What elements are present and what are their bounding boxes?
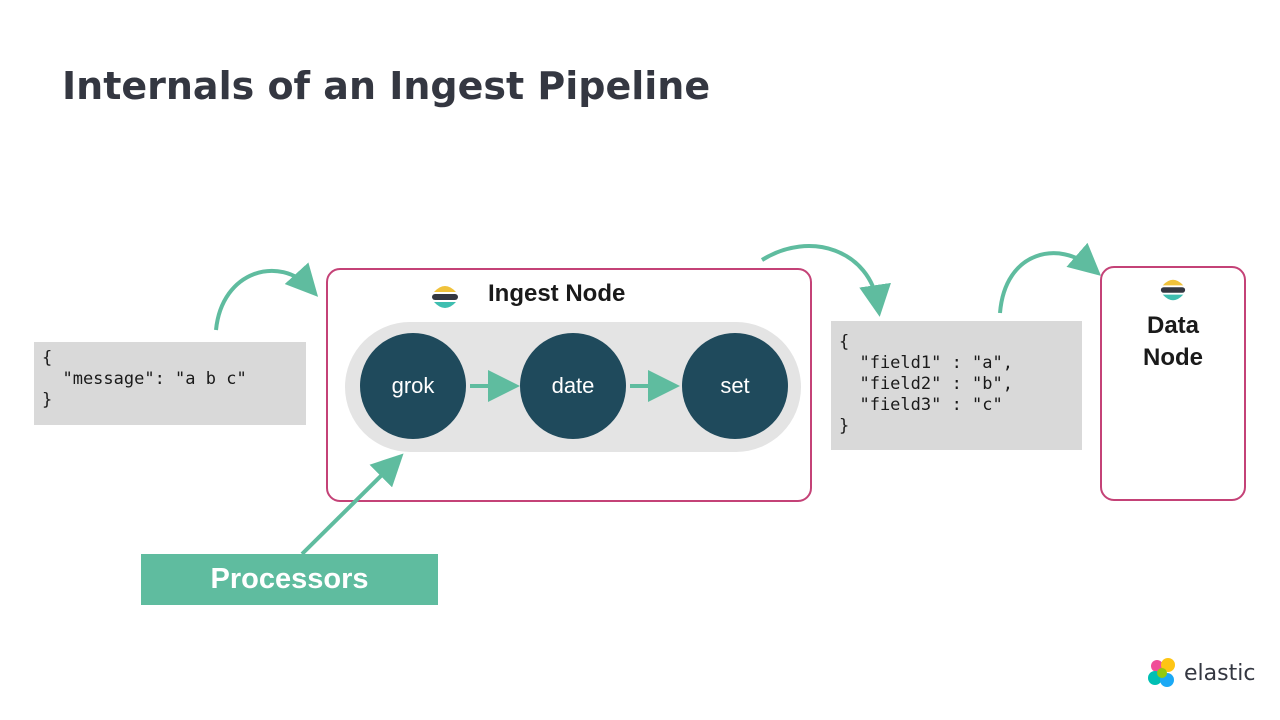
input-document: { "message": "a b c" } xyxy=(34,342,306,425)
processor-grok: grok xyxy=(360,333,466,439)
arrow-ingest-to-output xyxy=(760,244,891,317)
output-line: { xyxy=(839,332,850,352)
input-line: "message": "a b c" xyxy=(42,369,247,389)
data-node-label-line2: Node xyxy=(1143,344,1203,371)
elastic-logo-icon xyxy=(1148,658,1175,687)
input-line: { xyxy=(42,348,53,368)
output-document: { "field1" : "a", "field2" : "b", "field… xyxy=(831,321,1082,450)
output-line: } xyxy=(839,416,850,436)
data-node-box xyxy=(1100,266,1246,501)
slide-title: Internals of an Ingest Pipeline xyxy=(62,64,711,108)
output-line: "field1" : "a", xyxy=(839,353,1013,373)
processors-callout: Processors xyxy=(141,554,438,605)
arrow-processors-to-pipeline xyxy=(300,453,404,556)
input-line: } xyxy=(42,390,53,410)
processor-set: set xyxy=(682,333,788,439)
output-line: "field3" : "c" xyxy=(839,395,1003,415)
ingest-node-label: Ingest Node xyxy=(488,280,626,307)
arrow-input-to-ingest xyxy=(214,262,319,331)
elasticsearch-icon xyxy=(432,286,458,308)
data-node-label-line1: Data xyxy=(1146,312,1200,339)
output-line: "field2" : "b", xyxy=(839,374,1013,394)
processor-date: date xyxy=(520,333,626,439)
ingest-node-box xyxy=(326,268,812,502)
elastic-wordmark: elastic xyxy=(1184,661,1256,686)
arrow-output-to-data xyxy=(998,242,1102,314)
elasticsearch-icon xyxy=(1160,279,1186,301)
